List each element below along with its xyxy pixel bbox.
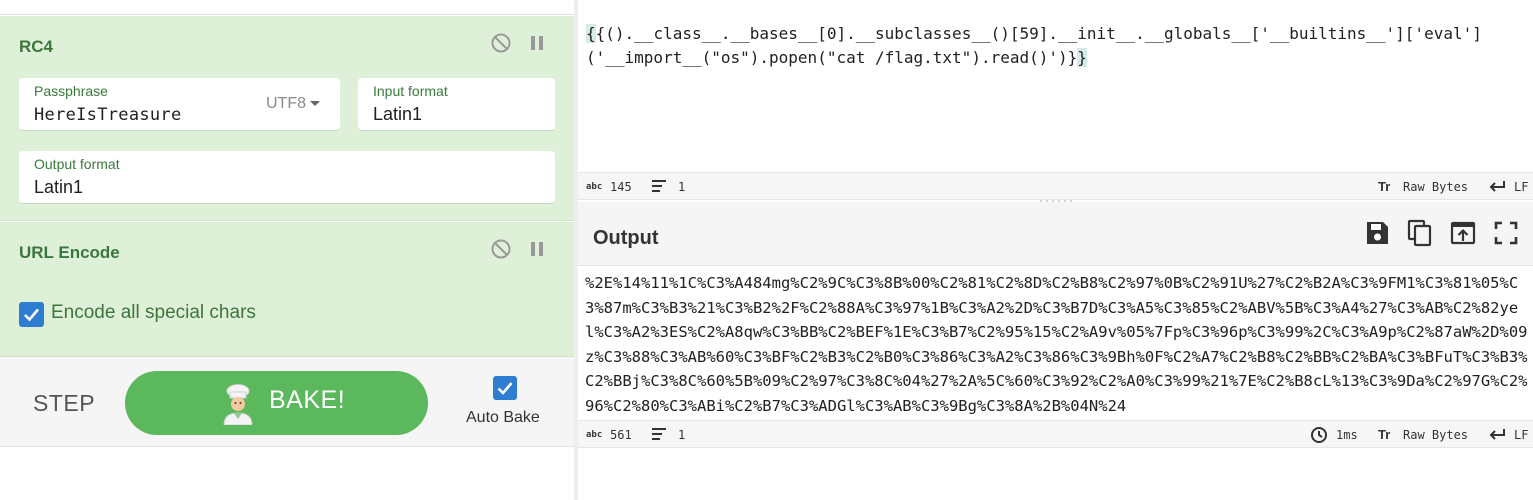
- disable-icon[interactable]: [490, 238, 512, 260]
- operation-title: URL Encode: [19, 243, 120, 262]
- input-status-bar: abc 145 1 Tr Raw Bytes LF: [578, 172, 1533, 200]
- passphrase-input[interactable]: HereIsTreasure: [34, 105, 182, 125]
- return-arrow-icon[interactable]: [1488, 179, 1506, 193]
- output-title: Output: [593, 227, 659, 249]
- return-arrow-icon[interactable]: [1488, 427, 1506, 441]
- panel-divider[interactable]: [574, 0, 578, 500]
- input-textarea[interactable]: {{().__class__.__bases__[0].__subclasses…: [586, 22, 1526, 70]
- recipe-top-strip: [0, 0, 574, 15]
- lines-icon: [652, 180, 666, 192]
- input-format-label: Input format: [373, 83, 448, 99]
- passphrase-field[interactable]: Passphrase HereIsTreasure UTF8: [19, 78, 340, 131]
- input-text: {().__class__.__bases__[0].__subclasses_…: [586, 24, 1482, 67]
- operation-rc4[interactable]: RC4 Passphrase HereIsTreasure UTF8 Input…: [0, 16, 574, 221]
- svg-text:Tr: Tr: [1378, 427, 1390, 441]
- lines-icon: [652, 428, 666, 440]
- bake-controls: STEP BAKE! Auto Bake: [0, 357, 574, 447]
- output-encoding[interactable]: Raw Bytes: [1403, 428, 1469, 442]
- passphrase-label: Passphrase: [34, 83, 108, 99]
- bake-label: BAKE!: [269, 386, 346, 414]
- auto-bake-label[interactable]: Auto Bake: [466, 409, 540, 426]
- output-format-label: Output format: [34, 156, 120, 172]
- recipe-panel: RC4 Passphrase HereIsTreasure UTF8 Input…: [0, 0, 574, 500]
- resize-grip[interactable]: [1038, 199, 1074, 203]
- output-empty-area: [578, 448, 1533, 500]
- bake-time: 1ms: [1336, 428, 1358, 442]
- svg-text:Tr: Tr: [1378, 179, 1390, 193]
- encode-all-label[interactable]: Encode all special chars: [51, 302, 256, 323]
- output-format-value[interactable]: Latin1: [34, 177, 84, 197]
- input-length: 145: [610, 180, 632, 194]
- chevron-down-icon: [310, 101, 320, 107]
- checkmark-icon: [497, 382, 513, 395]
- output-pane[interactable]: %2E%14%11%1C%C3%A484mg%C2%9C%C3%8B%00%C2…: [578, 266, 1533, 420]
- operation-title: RC4: [19, 37, 54, 56]
- input-format-value[interactable]: Latin1: [373, 104, 423, 124]
- input-pane[interactable]: {{().__class__.__bases__[0].__subclasses…: [578, 0, 1533, 172]
- operation-url-encode[interactable]: URL Encode Encode all special chars: [0, 222, 574, 357]
- matching-brace: }: [1077, 48, 1087, 67]
- checkmark-icon: [24, 308, 39, 322]
- bake-button[interactable]: BAKE!: [125, 371, 428, 435]
- text-length-icon: abc: [586, 430, 603, 440]
- text-length-icon: abc: [586, 182, 603, 192]
- output-status-bar: abc 561 1 1ms Tr Raw Bytes LF: [578, 420, 1533, 448]
- input-encoding[interactable]: Raw Bytes: [1403, 180, 1469, 194]
- step-button[interactable]: STEP: [33, 390, 96, 416]
- matching-brace: {: [586, 24, 596, 43]
- clock-icon: [1311, 427, 1327, 443]
- save-icon[interactable]: [1363, 219, 1391, 247]
- output-length: 561: [610, 428, 632, 442]
- font-icon[interactable]: Tr: [1378, 179, 1396, 193]
- input-lines: 1: [678, 180, 686, 194]
- output-eol[interactable]: LF: [1514, 428, 1529, 442]
- encode-all-checkbox[interactable]: [19, 302, 44, 327]
- pause-icon[interactable]: [526, 32, 548, 54]
- disable-icon[interactable]: [490, 32, 512, 54]
- pause-icon[interactable]: [526, 238, 548, 260]
- output-text[interactable]: %2E%14%11%1C%C3%A484mg%C2%9C%C3%8B%00%C2…: [585, 274, 1528, 415]
- auto-bake-checkbox[interactable]: [493, 376, 517, 400]
- copy-icon[interactable]: [1406, 219, 1434, 247]
- maximize-icon[interactable]: [1492, 219, 1520, 247]
- move-to-input-icon[interactable]: [1449, 219, 1477, 247]
- output-header: Output: [578, 202, 1533, 266]
- input-eol[interactable]: LF: [1514, 180, 1529, 194]
- output-format-field[interactable]: Output format Latin1: [19, 151, 555, 204]
- output-lines: 1: [678, 428, 686, 442]
- font-icon[interactable]: Tr: [1378, 427, 1396, 441]
- input-format-field[interactable]: Input format Latin1: [358, 78, 555, 131]
- encoding-label: UTF8: [266, 95, 306, 112]
- chef-icon: [223, 384, 253, 425]
- passphrase-encoding-dropdown[interactable]: UTF8: [266, 95, 320, 113]
